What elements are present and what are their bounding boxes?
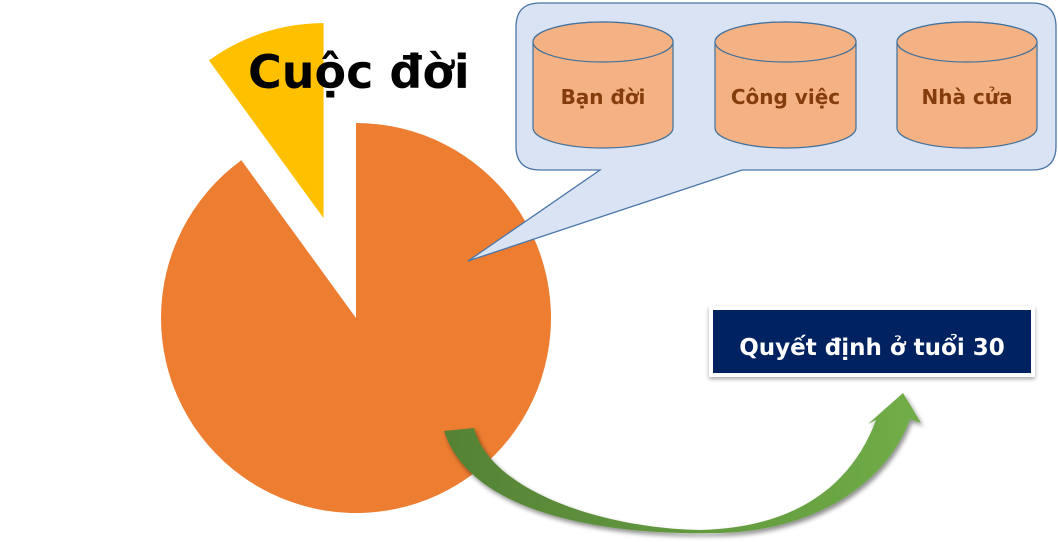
cylinder-nha-cua: Nhà cửa [896,21,1038,149]
decision-label: Quyết định ở tuổi 30 [739,333,1005,361]
cylinder-label: Nhà cửa [921,85,1012,109]
life-pie [160,23,551,513]
callout-bubble: Bạn đời Công việc Nhà cửa [467,2,1057,262]
decision-box-fill [713,310,1031,373]
cylinder-top [532,21,674,63]
cylinder-top [714,21,857,63]
cylinder-label: Công việc [731,85,840,109]
cylinder-cong-viec: Công việc [714,21,857,149]
cylinder-ban-doi: Bạn đời [532,21,674,149]
cylinder-label: Bạn đời [561,85,646,109]
decision-box [709,306,1035,377]
pie-exploded-slice [208,23,324,219]
cylinder-top [896,21,1038,63]
diagram-title: Cuộc đời [248,45,470,99]
pie-main-segment [160,123,551,513]
